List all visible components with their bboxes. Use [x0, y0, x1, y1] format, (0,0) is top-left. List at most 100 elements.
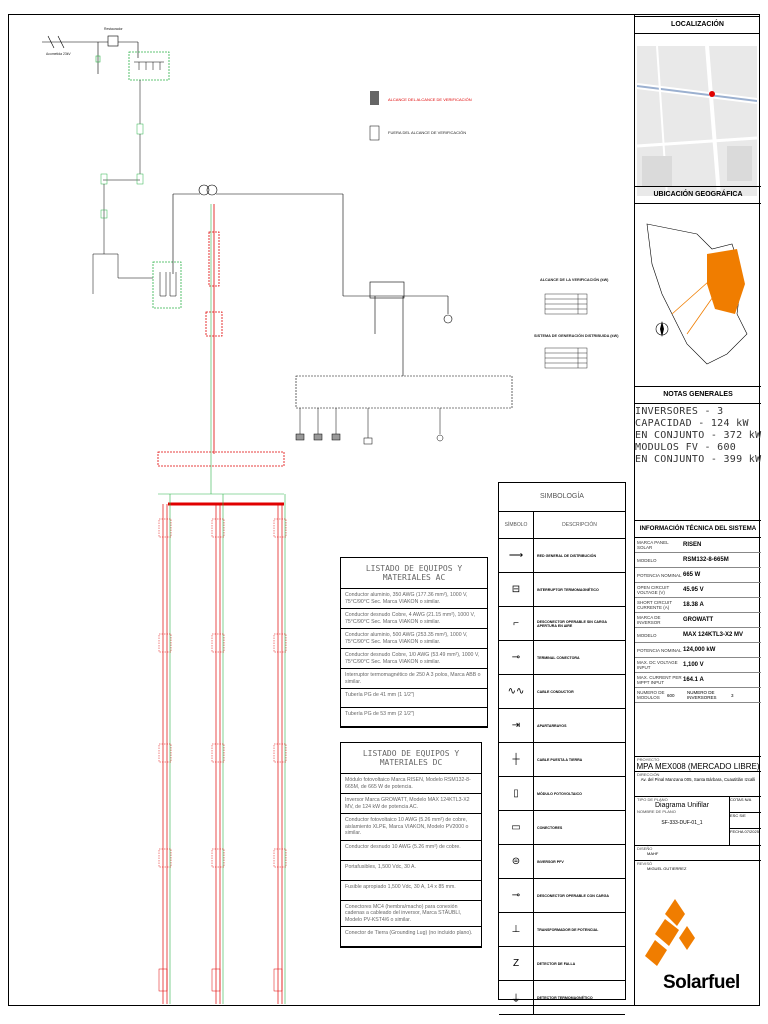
- inverter-row: [295, 408, 444, 445]
- legend-in-scope: [370, 91, 379, 105]
- direccion-label: DIRECCIÓN: [637, 772, 660, 777]
- disconnect-icon: ⌐: [499, 607, 534, 640]
- project-block: PROYECTO MPA MEX008 (MERCADO LIBRE) DIRE…: [635, 756, 761, 871]
- symbol-description: DESCONECTOR OPERABLE CON CARGA: [537, 893, 610, 898]
- info-key: POTENCIA NOMINAL: [637, 647, 682, 653]
- mexico-map: [637, 214, 757, 384]
- ubicacion-title: UBICACIÓN GEOGRÁFICA: [635, 186, 761, 204]
- description-col-header: DESCRIPCIÓN: [562, 522, 597, 528]
- symbol-row: ▭CONECTORES: [499, 811, 625, 845]
- acometida-label: Acometida 23kV: [46, 52, 71, 56]
- alcance-title: ALCANCE DE LA VERIFICACIÓN (kW): [540, 278, 609, 282]
- info-key: MODELO: [637, 632, 657, 638]
- pv-strings: [162, 504, 283, 1004]
- module-icon: ▯: [499, 777, 534, 810]
- materials-ac-title: LISTADO DE EQUIPOS Y MATERIALES AC: [341, 558, 487, 589]
- info-row: OPEN CIRCUIT VOLTAGE (V)45.95 V: [635, 583, 761, 598]
- info-key: MODELO: [637, 557, 657, 563]
- coil-icon: ∿∿: [499, 675, 534, 708]
- plan-type: Diagrama Unifilar: [654, 802, 710, 809]
- transformer-icon: ⊥: [499, 913, 534, 946]
- material-row: Interruptor termomagnético de 250 A 3 po…: [341, 669, 487, 689]
- info-title: INFORMACIÓN TÉCNICA DEL SISTEMA: [635, 520, 761, 538]
- symbol-row: ⊥TRANSFORMADOR DE POTENCIAL: [499, 913, 625, 947]
- fuse-icon: ⇥: [499, 709, 534, 742]
- materials-dc-title: LISTADO DE EQUIPOS Y MATERIALES DC: [341, 743, 481, 774]
- symbol-row: ⇥APARTARRAYOS: [499, 709, 625, 743]
- material-row: Conector de Tierra (Grounding Lug) (no i…: [341, 927, 481, 947]
- note-line: EN CONJUNTO - 372 kW: [635, 430, 762, 441]
- arrow-icon: ⟶: [499, 539, 534, 572]
- single-line-diagram: [42, 35, 588, 1004]
- plan-name: SF-333-DUF-01_1: [661, 820, 703, 826]
- symbol-description: TERMINAL CONECTORA: [537, 655, 580, 660]
- symbol-row: ∿∿CABLE CONDUCTOR: [499, 675, 625, 709]
- material-row: Fusible apropiado 1,500 Vdc, 30 A, 14 x …: [341, 881, 481, 901]
- solarfuel-logo: Solarfuel: [635, 894, 761, 1006]
- main-transformer: [172, 184, 513, 409]
- meter-cabinet: [128, 51, 170, 81]
- symbol-row: ⊸DESCONECTOR OPERABLE CON CARGA: [499, 879, 625, 913]
- symbol-row: ⌐DESCONECTOR OPERABLE SIN CARGA APERTURA…: [499, 607, 625, 641]
- capacity-tables: [544, 293, 588, 369]
- info-key: MARCA DE INVERSOR: [637, 615, 661, 625]
- info-key: MAX. CURRENT PER MPPT INPUT: [637, 675, 682, 685]
- symbol-description: CABLE CONDUCTOR: [537, 689, 574, 694]
- material-row: Conductor desnudo Cobre, 1/0 AWG (53.49 …: [341, 649, 487, 669]
- legend-out-scope-label: FUERA DEL ALCANCE DE VERIFICACIÓN: [388, 130, 467, 135]
- location-pin-icon: [709, 91, 715, 97]
- info-value: GROWATT: [683, 617, 714, 623]
- zero-icon: Z: [499, 947, 534, 980]
- note-line: CAPACIDAD - 124 kW: [635, 418, 749, 429]
- info-row: MARCA DE INVERSOR GROWATT: [635, 613, 761, 628]
- material-row: Conductor fotovoltaico 10 AWG (5.26 mm²)…: [341, 814, 481, 841]
- material-row: Inversor Marca GROWATT, Modelo MAX 124KT…: [341, 794, 481, 814]
- meter-icon: ⊟: [499, 573, 534, 606]
- material-row: Conectores MC4 (hembra/macho) para conex…: [341, 901, 481, 927]
- info-value: 164.1 A: [683, 677, 704, 683]
- symbol-description: CONECTORES: [537, 825, 563, 830]
- material-row: Conductor desnudo Cobre, 4 AWG (21.15 mm…: [341, 609, 487, 629]
- info-row: SHORT CIRCUIT CURRENTE (A)18.38 A: [635, 598, 761, 613]
- info-value: 18.38 A: [683, 602, 704, 608]
- symbol-row: ⊸TERMINAL CONECTORA: [499, 641, 625, 675]
- symbol-description: CABLE PUESTA A TIERRA: [537, 757, 583, 762]
- cross-icon: ┼: [499, 743, 534, 776]
- symbol-description: MÓDULO FOTOVOLTAICO: [537, 791, 582, 796]
- symbol-row: ⊟INTERRUPTOR TERMOMAGNÉTICO: [499, 573, 625, 607]
- designer: MAHF: [647, 851, 659, 856]
- ground-icon: ⏚: [499, 981, 534, 1014]
- symbol-description: DESCONECTOR OPERABLE SIN CARGA APERTURA …: [537, 619, 607, 628]
- symbol-description: INTERRUPTOR TERMOMAGNÉTICO: [537, 587, 599, 592]
- note-line: INVERSORES - 3: [635, 406, 724, 417]
- legend-out-of-scope: [369, 125, 380, 141]
- symbol-row: ⟶RED GENERAL DE DISTRIBUCIÓN: [499, 539, 625, 573]
- project-address: Av. del Pinal Manzana 005, Santa Bárbara…: [640, 777, 756, 782]
- symbol-description: APARTARRAYOS: [537, 723, 567, 728]
- info-row: MODELO MAX 124KTL3-X2 MV: [635, 628, 761, 643]
- note-line: MODULOS FV - 600: [635, 442, 737, 453]
- symbol-row: ▯MÓDULO FOTOVOLTAICO: [499, 777, 625, 811]
- note-line: EN CONJUNTO - 399 kW: [635, 454, 762, 465]
- material-row: Tubería PG de 41 mm (1 1/2"): [341, 689, 487, 708]
- info-key: MAX. DC VOLTAGE INPUT: [637, 660, 678, 670]
- symbol-row: ⏚DETECTOR TERMOMAGNÉTICO: [499, 981, 625, 1015]
- utility-feed: [42, 35, 139, 74]
- symbol-description: DETECTOR DE FALLA: [537, 961, 576, 966]
- info-key: MARCA PANEL SOLAR: [637, 540, 669, 550]
- proyecto-label: PROYECTO: [637, 757, 660, 762]
- connector-icon: ▭: [499, 811, 534, 844]
- material-row: Tubería PG de 53 mm (2 1/2"): [341, 708, 487, 727]
- symbol-description: INVERSOR PFV: [537, 859, 564, 864]
- info-value: MAX 124KTL3-X2 MV: [683, 632, 744, 638]
- info-value: 124,000 kW: [683, 647, 716, 653]
- info-key: OPEN CIRCUIT VOLTAGE (V): [637, 585, 670, 595]
- material-row: Portafusibles, 1,500 Vdc, 30 A.: [341, 861, 481, 881]
